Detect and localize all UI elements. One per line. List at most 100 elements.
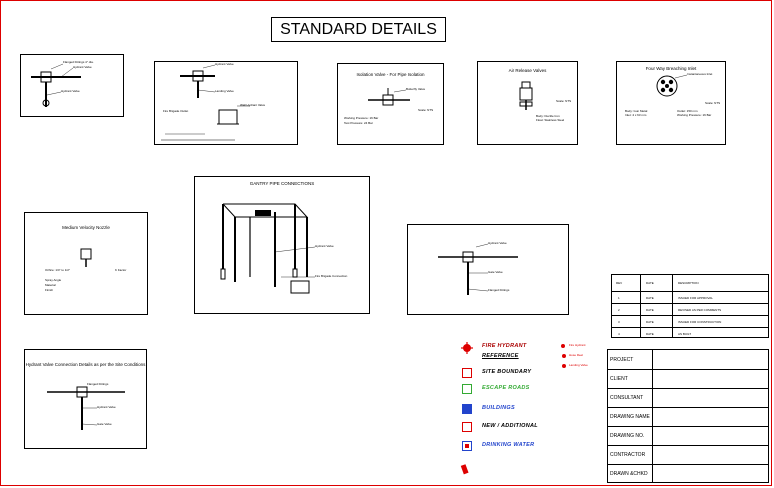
field-value[interactable] — [653, 426, 768, 445]
square-outline-icon — [462, 384, 472, 394]
note: K Factor — [115, 268, 127, 272]
note: Wall Hydrant Valve — [240, 103, 266, 107]
title-block-client: CLIENT — [608, 369, 768, 389]
field-value[interactable] — [653, 369, 768, 388]
legend-new-additional: NEW / ADDITIONAL — [461, 422, 601, 434]
legend-label: ESCAPE ROADS — [482, 385, 530, 391]
note: Flanged Fittings — [488, 288, 510, 292]
header-cell: REV — [616, 281, 623, 285]
note: Outlet: 150 mm — [677, 109, 698, 113]
desc-cell: ISSUED FOR CONSTRUCTION — [678, 320, 722, 324]
panel-title: Four Way Breaching Inlet — [645, 66, 697, 71]
detail-panel-9[interactable]: Hydrant Valve Connection Details as per … — [24, 349, 147, 449]
note: Hydrant Valve — [488, 241, 507, 245]
nozzle-drawing — [80, 248, 92, 267]
legend-site-boundary: SITE BOUNDARY — [461, 368, 601, 380]
note: Scale: NTS — [556, 99, 572, 103]
table-row: 1 DATE ISSUED FOR APPROVAL — [612, 291, 768, 304]
legend-small-label: Fire Hydrant — [569, 343, 586, 347]
note: Float: Stainless Steel — [536, 118, 565, 122]
legend-buildings: BUILDINGS — [461, 404, 601, 416]
rev-cell: 3 — [618, 320, 620, 324]
field-label: DRAWING NAME — [610, 407, 653, 426]
field-label: DRAWING NO. — [610, 426, 653, 445]
legend-label: SITE BOUNDARY — [482, 369, 532, 375]
note: Landing Valve — [215, 89, 234, 93]
rev-cell: 2 — [618, 308, 620, 312]
field-value[interactable] — [653, 464, 768, 483]
detail-8-drawing — [438, 243, 518, 295]
panel-title: Isolation Valve - For Pipe Isolation — [356, 72, 425, 77]
rev-cell: 4 — [618, 331, 620, 336]
note: Test Pressure: 24 Bar — [344, 121, 373, 125]
note: Scale: NTS — [418, 108, 434, 112]
gantry-drawing — [220, 203, 316, 294]
detail-panel-1[interactable]: Flanged Fittings 4" dia. Hydrant Valve H… — [20, 54, 124, 117]
legend-drinking-water: DRINKING WATER — [461, 441, 601, 453]
note: Body: Ductile Iron — [536, 114, 560, 118]
detail-panel-2[interactable]: Hydrant Valve Landing Valve Wall Hydrant… — [154, 61, 298, 145]
note: Hydrant Valve — [315, 244, 334, 248]
note: Fire Brigade Connection — [315, 274, 348, 278]
rev-cell: 1 — [618, 296, 620, 300]
detail-panel-3[interactable]: Isolation Valve - For Pipe Isolation But… — [337, 63, 444, 145]
field-value[interactable] — [653, 445, 768, 464]
legend-label: BUILDINGS — [482, 405, 515, 411]
header-cell: DATE — [646, 281, 654, 285]
detail-4-drawing — [519, 81, 533, 110]
panel-title: Medium Velocity Nozzle — [62, 225, 110, 230]
desc-cell: ISSUED FOR APPROVAL — [678, 296, 713, 300]
detail-1-drawing — [31, 63, 81, 107]
drawing-title: STANDARD DETAILS — [271, 17, 446, 42]
field-value[interactable] — [653, 407, 768, 426]
legend-fire-hydrant: FIRE HYDRANT — [461, 342, 601, 354]
note: Finish — [45, 288, 54, 292]
note: Working Pressure: 16 Bar — [344, 116, 379, 120]
square-outline-icon — [462, 441, 472, 451]
detail-2-drawing — [161, 64, 250, 141]
field-label: DRAWN &CHKD — [610, 464, 653, 483]
detail-panel-6[interactable]: GANTRY PIPE CONNECTIONS Hydrant Valve Fi… — [194, 176, 370, 314]
note: Orifice: 1/4" to 1/2" — [45, 268, 70, 272]
detail-panel-7[interactable]: Medium Velocity Nozzle Orifice: 1/4" to … — [24, 212, 148, 315]
legend-reference: REFERENCE — [461, 352, 601, 364]
detail-panel-8[interactable]: Hydrant Valve Gate Valve Flanged Fitting… — [407, 224, 569, 315]
field-label: CONTRACTOR — [610, 445, 653, 464]
field-label: CONSULTANT — [610, 388, 653, 407]
legend-label: NEW / ADDITIONAL — [482, 423, 538, 429]
header-cell: DESCRIPTION — [678, 281, 699, 285]
date-cell: DATE — [646, 308, 654, 312]
table-row: 4 DATE AS BUILT — [612, 327, 768, 339]
field-value[interactable] — [653, 350, 768, 369]
note: Gate Valve — [97, 422, 112, 426]
note: Fire Brigade Outlet — [163, 109, 189, 113]
legend-small-label: Hose Reel — [569, 353, 584, 357]
title-block: PROJECT CLIENT CONSULTANT DRAWING NAME D… — [607, 349, 769, 483]
title-block-drawing-name: DRAWING NAME — [608, 407, 768, 427]
revision-table: REV DATE DESCRIPTION 1 DATE ISSUED FOR A… — [611, 274, 769, 338]
square-outline-icon — [462, 368, 472, 378]
date-cell: DATE — [646, 331, 654, 336]
legend-label: REFERENCE — [482, 353, 519, 359]
date-cell: DATE — [646, 320, 654, 324]
detail-panel-5[interactable]: Four Way Breaching Inlet Instantaneous I… — [616, 61, 726, 145]
desc-cell: REVISED AS PER COMMENTS — [678, 308, 722, 312]
fire-hydrant-icon — [461, 342, 473, 354]
detail-panel-4[interactable]: Air Release Valves Scale: NTS Body: Duct… — [477, 61, 578, 145]
square-outline-icon — [462, 422, 472, 432]
note: Hydrant Valve — [97, 405, 116, 409]
legend-escape-roads: ESCAPE ROADS — [461, 384, 601, 396]
note: Scale: NTS — [705, 101, 721, 105]
title-block-project: PROJECT — [608, 350, 768, 370]
note: Flanged Fittings — [87, 382, 109, 386]
note: Material — [45, 283, 56, 287]
note: Flanged Fittings 4" dia. — [63, 60, 94, 64]
legend-small-label: Landing Valve — [569, 363, 588, 367]
title-block-consultant: CONSULTANT — [608, 388, 768, 408]
field-value[interactable] — [653, 388, 768, 407]
table-row: 2 DATE REVISED AS PER COMMENTS — [612, 303, 768, 316]
note: Body: Gun Metal — [625, 109, 648, 113]
note: Hydrant Valve — [215, 62, 234, 66]
detail-9-drawing — [47, 386, 125, 430]
